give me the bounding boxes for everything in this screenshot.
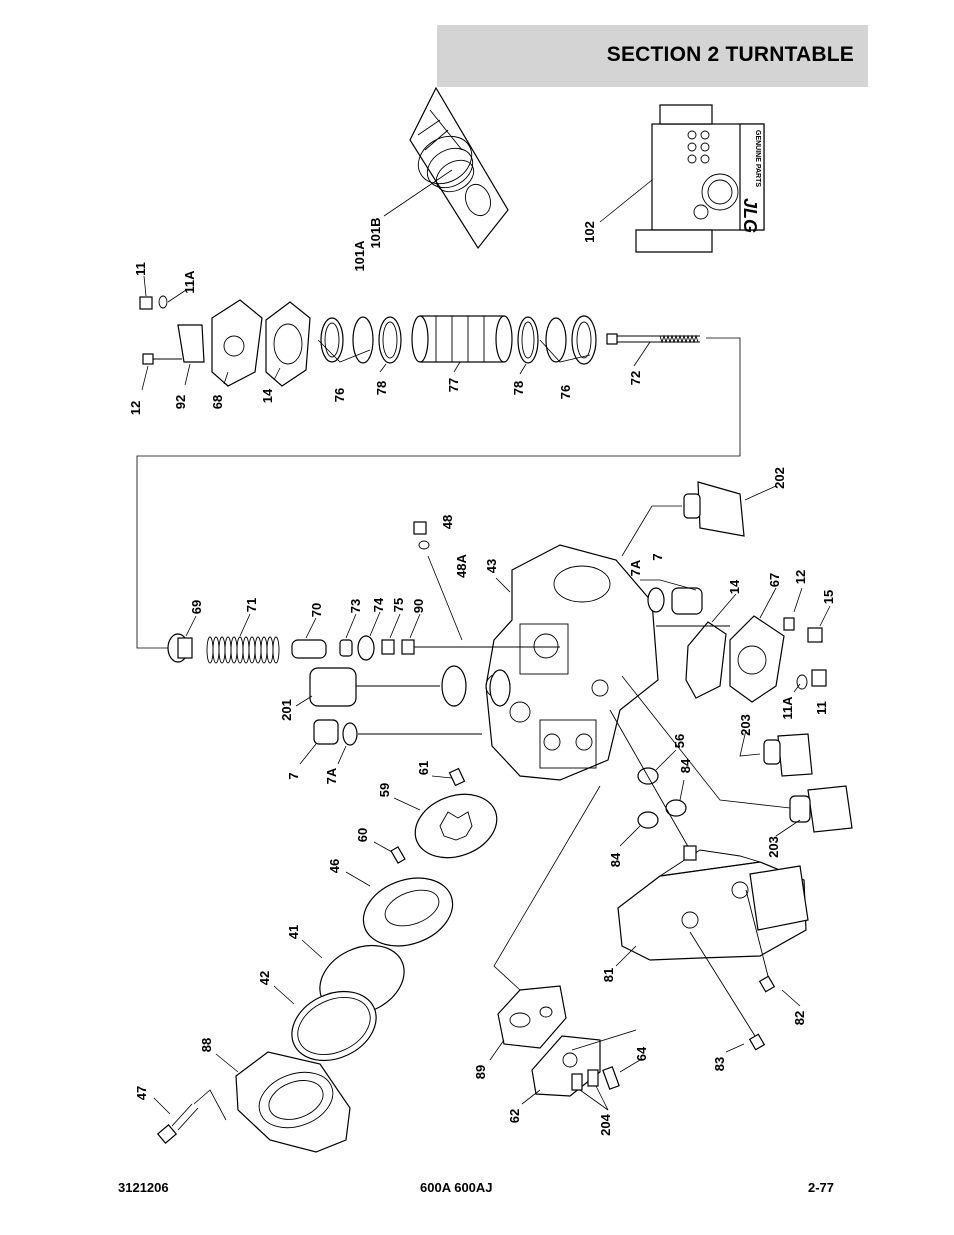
callout-label-l7Ab: 7A (324, 767, 339, 784)
callout-label-l77: 77 (446, 378, 461, 392)
callout-label-l81: 81 (601, 968, 616, 982)
kit-box-text: GENUINE PARTS (754, 130, 761, 187)
callout-label-l7a: 7 (650, 553, 665, 560)
callout-label-l72: 72 (628, 371, 643, 385)
callout-label-l12b: 12 (793, 570, 808, 584)
seal-rings (273, 939, 405, 1062)
callout-label-l46: 46 (327, 859, 342, 873)
section-title: SECTION 2 TURNTABLE (606, 43, 854, 66)
callout-label-l14a: 14 (260, 388, 275, 403)
callout-label-l92: 92 (173, 395, 188, 409)
callout-label-l204: 204 (598, 1113, 613, 1135)
callout-label-l12a: 12 (128, 401, 143, 415)
valve-body-43 (413, 521, 659, 781)
callout-label-l11Ab: 11A (780, 696, 795, 720)
end-cover-88 (153, 1051, 351, 1153)
callout-label-l76a: 76 (332, 388, 347, 402)
callout-label-l74: 74 (371, 597, 386, 612)
callout-label-l76b: 76 (558, 385, 573, 399)
callout-label-l84b: 84 (608, 852, 623, 867)
callout-label-l60: 60 (355, 828, 370, 842)
callout-label-l68: 68 (210, 395, 225, 409)
callout-label-l78b: 78 (511, 381, 526, 395)
callout-label-l69: 69 (189, 600, 204, 614)
gerotor-parts (345, 767, 498, 947)
callout-label-l42: 42 (257, 971, 272, 985)
callout-label-l203b: 203 (766, 836, 781, 858)
callout-label-l62: 62 (507, 1109, 522, 1123)
callout-label-l11b: 11 (814, 701, 829, 715)
callout-label-l7b: 7 (286, 772, 301, 779)
manifold-plates (489, 785, 641, 1111)
callout-label-l11Aa: 11A (182, 270, 197, 294)
solenoid-202 (621, 481, 777, 557)
callout-label-l15: 15 (821, 590, 836, 604)
callout-label-l41: 41 (286, 925, 301, 939)
callout-label-l203a: 203 (738, 714, 753, 736)
jlg-logo: JLG (740, 198, 760, 233)
callout-label-l101b: 101B (368, 217, 383, 248)
callout-label-l84a: 84 (678, 758, 693, 773)
o-rings (609, 709, 691, 851)
callout-label-l56: 56 (672, 734, 687, 748)
parts-kit-box: GENUINE PARTS JLG (599, 104, 765, 253)
callout-label-l7Aa: 7A (628, 559, 643, 576)
footer-page-number: 2-77 (808, 1180, 835, 1195)
callout-label-l59: 59 (377, 783, 392, 797)
callout-label-l101a: 101A (352, 240, 367, 272)
relief-valve-parts (167, 611, 560, 664)
callout-label-l202: 202 (772, 467, 787, 489)
callout-label-l67: 67 (767, 573, 782, 587)
callout-label-l64: 64 (634, 1046, 649, 1061)
callout-label-l61: 61 (416, 761, 431, 775)
footer-model: 600A 600AJ (420, 1180, 493, 1195)
callout-label-l201: 201 (279, 699, 294, 721)
solenoid-203 (621, 675, 853, 837)
port-plugs (295, 579, 703, 765)
solenoid-valve-81 (615, 845, 809, 1053)
callout-label-l70: 70 (309, 603, 324, 617)
callout-label-l48A: 48A (454, 553, 469, 577)
assembly-route-line (136, 337, 741, 649)
callout-label-l73: 73 (348, 599, 363, 613)
callout-label-l83: 83 (712, 1057, 727, 1071)
callout-label-l78a: 78 (374, 381, 389, 395)
callout-label-l89: 89 (473, 1065, 488, 1079)
right-cover-parts (656, 587, 831, 703)
callout-label-l43: 43 (484, 559, 499, 573)
callout-label-l14b: 14 (727, 579, 742, 594)
callout-label-l88: 88 (199, 1038, 214, 1052)
callout-label-l11a: 11 (133, 262, 148, 276)
callout-label-l82: 82 (792, 1011, 807, 1025)
spring-71 (206, 636, 280, 664)
callout-label-l90: 90 (411, 599, 426, 613)
callout-label-l102: 102 (582, 221, 597, 243)
section-header: SECTION 2 TURNTABLE (437, 25, 868, 87)
callout-label-l47: 47 (134, 1086, 149, 1100)
seal-kit-bag (383, 86, 509, 250)
callout-label-l75: 75 (391, 598, 406, 612)
footer-document-number: 3121206 (118, 1180, 169, 1195)
callout-label-l48: 48 (440, 515, 455, 529)
callout-label-l71: 71 (244, 598, 259, 612)
top-row-parts (139, 275, 700, 391)
